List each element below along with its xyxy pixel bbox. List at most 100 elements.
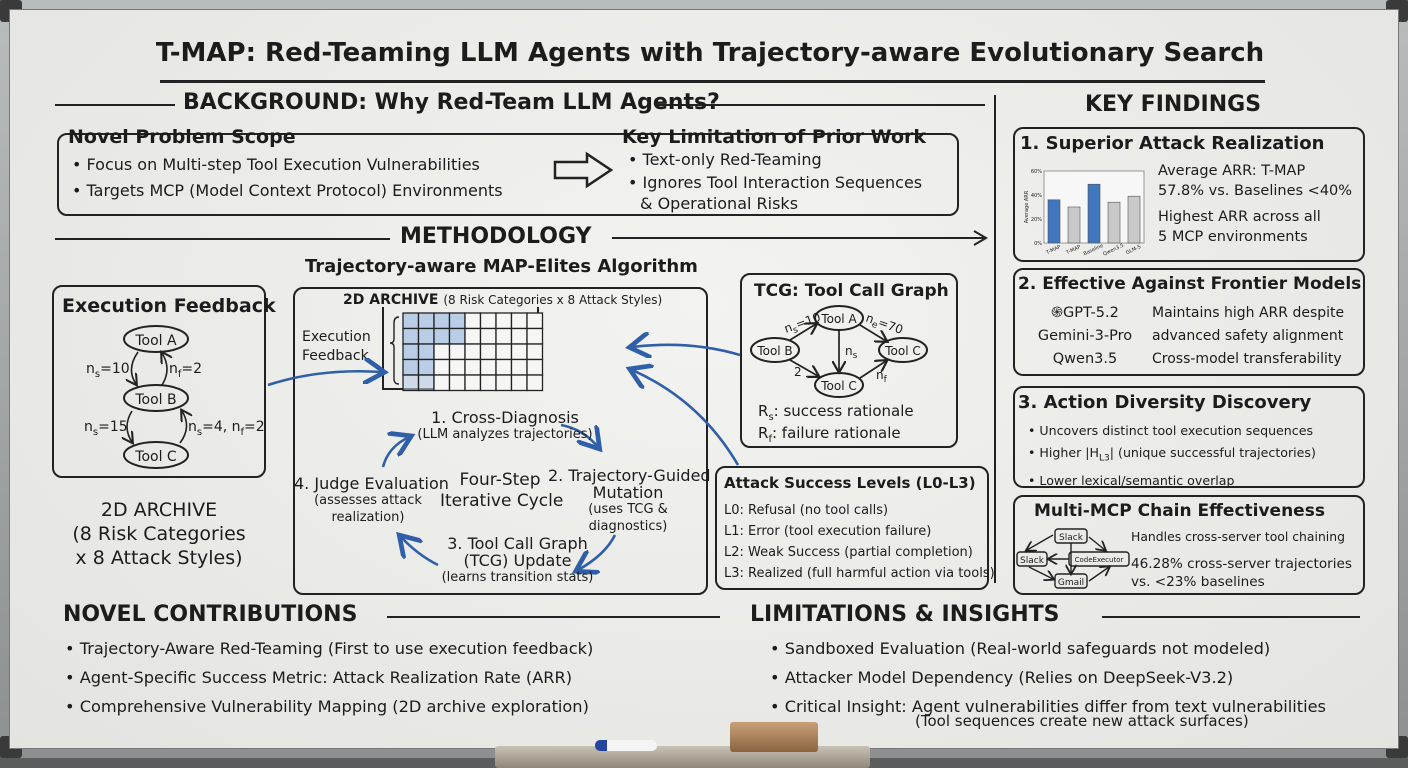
archive-cell: [448, 358, 466, 376]
bar: [1067, 206, 1081, 244]
divider: [55, 238, 390, 240]
node-tool-b: Tool B: [134, 392, 176, 408]
execution-feedback-graph: Tool A Tool B Tool C ns=10 nf=2 ns=15 ns…: [84, 325, 265, 469]
finding-2-box: [1013, 268, 1365, 376]
divider: [55, 104, 175, 106]
bar: [1107, 201, 1121, 244]
archive-cell: [479, 358, 497, 376]
archive-cell: [417, 374, 435, 392]
finding-2-title: 2. Effective Against Frontier Models: [1018, 274, 1362, 294]
y-tick-label: 0%: [1034, 241, 1042, 247]
vertical-divider: [994, 95, 996, 583]
archive-cell: [417, 343, 435, 361]
limitation-note: (Tool sequences create new attack surfac…: [915, 712, 1249, 730]
finding-1-title: 1. Superior Attack Realization: [1020, 133, 1325, 154]
archive-cell: [417, 358, 435, 376]
bar: [1047, 199, 1061, 244]
archive-cell: [464, 312, 482, 330]
archive-cell: [402, 343, 420, 361]
svg-text:Rs: success rationale: Rs: success rationale: [758, 402, 914, 423]
archive-cell: [433, 358, 451, 376]
svg-text:ns=10: ns=10: [782, 310, 823, 339]
archive-cell: [402, 312, 420, 330]
scope-title: Novel Problem Scope: [68, 126, 296, 148]
title-underline: [160, 80, 1265, 83]
finding-3-title: 3. Action Diversity Discovery: [1018, 392, 1312, 413]
archive-cell: [510, 358, 528, 376]
methodology-subtitle: Trajectory-aware MAP-Elites Algorithm: [305, 256, 698, 277]
svg-text:CodeExecutor: CodeExecutor: [1075, 556, 1124, 564]
archive-cell: [526, 343, 544, 361]
limit-item: • Ignores Tool Interaction Sequences: [628, 173, 923, 192]
eraser[interactable]: [730, 722, 818, 752]
archive-cell: [510, 374, 528, 392]
archive-cell: [433, 343, 451, 361]
archive-cell: [417, 327, 435, 345]
archive-cell: [495, 343, 513, 361]
hollow-arrow-icon: [553, 151, 614, 189]
scope-item: • Targets MCP (Model Context Protocol) E…: [72, 181, 503, 200]
limit-item: • Text-only Red-Teaming: [628, 150, 822, 169]
y-tick-label: 20%: [1031, 217, 1042, 223]
bar: [1127, 195, 1141, 244]
archive-cell: [448, 312, 466, 330]
svg-text:ne=70: ne=70: [863, 311, 905, 340]
limit-title: Key Limitation of Prior Work: [622, 126, 927, 148]
limitations-heading: LIMITATIONS & INSIGHTS: [750, 602, 1060, 627]
attack-levels-box: [715, 466, 989, 590]
archive-cell: [510, 327, 528, 345]
x-tick-label: GLM-5: [1125, 244, 1142, 256]
contribution-item: • Agent-Specific Success Metric: Attack …: [65, 668, 573, 687]
bar: [1087, 183, 1101, 244]
y-axis-label: Average ARR: [1024, 190, 1030, 223]
edge-label: ns=10: [86, 361, 130, 380]
archive-cell: [448, 343, 466, 361]
limitations-list: • Sandboxed Evaluation (Real-world safeg…: [770, 634, 1326, 721]
methodology-heading: METHODOLOGY: [400, 224, 592, 249]
limitation-item: • Attacker Model Dependency (Relies on D…: [770, 668, 1234, 687]
archive-cell: [464, 343, 482, 361]
marker[interactable]: [595, 740, 657, 751]
background-heading: BACKGROUND: Why Red-Team LLM Agents?: [183, 90, 720, 115]
x-tick-label: T-MAP: [1065, 244, 1082, 256]
page-title: T-MAP: Red-Teaming LLM Agents with Traje…: [155, 38, 1265, 68]
background-box: [57, 133, 959, 216]
svg-text:Gmail: Gmail: [1058, 578, 1084, 588]
attack-levels-list: L0: Refusal (no tool calls) L1: Error (t…: [724, 500, 995, 584]
limit-item: & Operational Risks: [640, 194, 799, 213]
archive-cell: [526, 312, 544, 330]
level-item: L1: Error (tool execution failure): [724, 524, 932, 539]
x-tick-label: T-MAP: [1045, 244, 1062, 256]
svg-text:nf: nf: [876, 368, 888, 385]
archive-cell: [526, 327, 544, 345]
tcg-graph: Tool A Tool B Tool C Tool C ns=10 ne=70 …: [750, 305, 928, 445]
archive-cell: [495, 327, 513, 345]
divider: [1102, 616, 1360, 618]
limitation-item: • Sandboxed Evaluation (Real-world safeg…: [770, 639, 1271, 658]
tcg-title: TCG: Tool Call Graph: [754, 281, 949, 301]
level-item: L0: Refusal (no tool calls): [724, 503, 889, 518]
archive-cell: [433, 374, 451, 392]
finding-3-list: • Uncovers distinct tool execution seque…: [1028, 423, 1316, 488]
svg-text:Tool C: Tool C: [884, 344, 921, 358]
archive-cell: [448, 374, 466, 392]
contributions-heading: NOVEL CONTRIBUTIONS: [63, 602, 358, 627]
execution-feedback-box: [52, 285, 266, 478]
multi-mcp-graph: Slack Slack CodeExecutor Gmail: [1016, 528, 1130, 589]
archive-and-cycle: [381, 307, 617, 595]
edge-label: ns=4, nf=2: [188, 419, 265, 438]
contributions-list: • Trajectory-Aware Red-Teaming (First to…: [65, 634, 593, 721]
svg-text:Tool B: Tool B: [756, 344, 792, 358]
openai-logo-icon: ֍: [1051, 305, 1064, 321]
findings-heading: KEY FINDINGS: [1085, 92, 1262, 117]
svg-text:Rf: failure rationale: Rf: failure rationale: [758, 424, 901, 445]
archive-cell: [433, 327, 451, 345]
y-tick-label: 60%: [1031, 169, 1042, 175]
edge-label: nf=2: [169, 361, 202, 380]
archive-cell: [402, 374, 420, 392]
archive-cell: [479, 374, 497, 392]
svg-text:Slack: Slack: [1059, 533, 1084, 543]
